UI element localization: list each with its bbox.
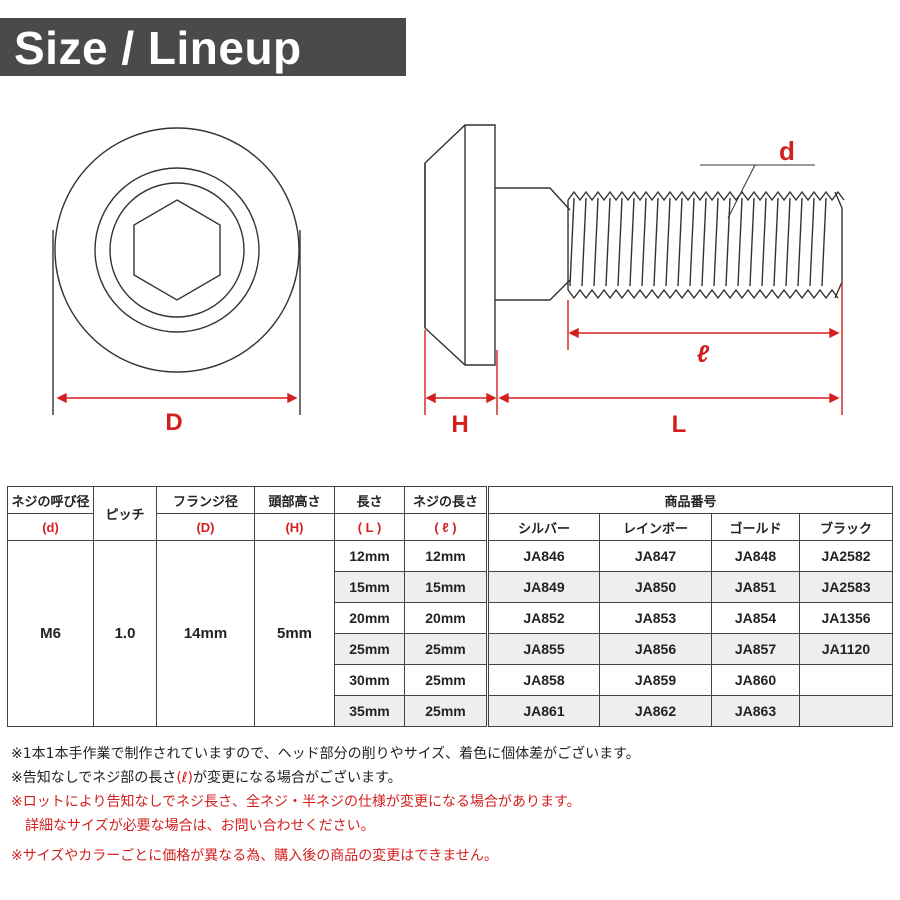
cell-rainbow: JA850: [599, 571, 712, 603]
note-3: ※ロットにより告知なしでネジ長さ、全ネジ・半ネジの仕様が変更になる場合があります…: [11, 794, 581, 810]
cell-silver: JA861: [486, 695, 600, 727]
extension-lines: [424, 282, 843, 415]
dimension-D: [56, 392, 298, 404]
cell-L: 15mm: [334, 571, 405, 603]
cell-l: 15mm: [404, 571, 488, 603]
dimension-l: [568, 327, 840, 339]
header-thread-size-sym: (d): [7, 513, 94, 541]
cell-rainbow: JA859: [599, 664, 712, 696]
cell-l: 12mm: [404, 540, 488, 572]
header-rainbow: レインボー: [599, 513, 712, 541]
label-l: ℓ: [697, 341, 710, 368]
cell-rainbow: JA862: [599, 695, 712, 727]
cell-l: 20mm: [404, 602, 488, 634]
header-length: 長さ: [334, 486, 405, 514]
cell-L: 30mm: [334, 664, 405, 696]
cell-size: M6: [7, 540, 94, 727]
title-bar: Size / Lineup: [0, 18, 406, 76]
cell-black: JA1120: [798, 633, 894, 665]
cell-pitch: 1.0: [93, 540, 157, 727]
label-L: L: [672, 411, 687, 438]
table-row: 30mm 25mm JA858 JA859 JA860: [8, 664, 894, 696]
cell-L: 12mm: [334, 540, 405, 572]
cell-gold: JA863: [711, 695, 800, 727]
cell-black: [798, 664, 894, 696]
note-5: ※サイズやカラーごとに価格が異なる為、購入後の商品の変更はできません。: [11, 848, 498, 864]
cell-silver: JA852: [486, 602, 600, 634]
note-4: 詳細なサイズが必要な場合は、お問い合わせください。: [11, 818, 375, 834]
cell-black: JA2583: [798, 571, 894, 603]
cell-black: JA2582: [798, 540, 894, 572]
cell-L: 25mm: [334, 633, 405, 665]
header-black: ブラック: [798, 513, 894, 541]
label-H: H: [451, 411, 468, 438]
notes: ※1本1本手作業で制作されていますので、ヘッド部分の削りやサイズ、着色に個体差が…: [11, 742, 640, 868]
header-flange: フランジ径: [156, 486, 255, 514]
cell-gold: JA854: [711, 602, 800, 634]
header-thread-size: ネジの呼び径: [7, 486, 94, 514]
bolt-diagram: D d ℓ H L: [52, 124, 845, 438]
cell-silver: JA849: [486, 571, 600, 603]
table-row: 35mm 25mm JA861 JA862 JA863: [8, 695, 894, 727]
cell-l: 25mm: [404, 633, 488, 665]
cell-gold: JA860: [711, 664, 800, 696]
page-title: Size / Lineup: [14, 22, 302, 74]
cell-silver: JA846: [486, 540, 600, 572]
cell-black: [798, 695, 894, 727]
cell-l: 25mm: [404, 695, 488, 727]
cell-gold: JA851: [711, 571, 800, 603]
cell-L: 35mm: [334, 695, 405, 727]
header-gold: ゴールド: [711, 513, 800, 541]
note-2: ※告知なしでネジ部の長さ(ℓ)が変更になる場合がございます。: [11, 770, 402, 786]
header-silver: シルバー: [486, 513, 600, 541]
header-product-no: 商品番号: [485, 486, 894, 514]
header-length-sym: ( L ): [334, 513, 405, 541]
table-row: 25mm 25mm JA855 JA856 JA857 JA1120: [8, 633, 894, 665]
header-head-sym: (H): [254, 513, 335, 541]
dimension-H: [425, 392, 497, 404]
cell-rainbow: JA847: [599, 540, 712, 572]
header-thread-length-sym: ( ℓ ): [404, 513, 488, 541]
cell-rainbow: JA853: [599, 602, 712, 634]
cell-l: 25mm: [404, 664, 488, 696]
cell-silver: JA858: [486, 664, 600, 696]
label-d: d: [779, 136, 795, 166]
table-row: 20mm 20mm JA852 JA853 JA854 JA1356: [8, 602, 894, 634]
label-D: D: [165, 409, 182, 436]
table-row: 15mm 15mm JA849 JA850 JA851 JA2583: [8, 571, 894, 603]
bolt-head-front-view: [52, 127, 301, 415]
cell-L: 20mm: [334, 602, 405, 634]
spec-table: ネジの呼び径 ピッチ フランジ径 頭部高さ 長さ ネジの長さ 商品番号 (d) …: [7, 486, 894, 727]
cell-silver: JA855: [486, 633, 600, 665]
cell-flange: 14mm: [156, 540, 255, 727]
dimension-L: [498, 392, 840, 404]
note-1: ※1本1本手作業で制作されていますので、ヘッド部分の削りやサイズ、着色に個体差が…: [11, 746, 640, 762]
cell-black: JA1356: [798, 602, 894, 634]
cell-head: 5mm: [254, 540, 335, 727]
cell-rainbow: JA856: [599, 633, 712, 665]
header-thread-length: ネジの長さ: [404, 486, 488, 514]
header-flange-sym: (D): [156, 513, 255, 541]
cell-gold: JA848: [711, 540, 800, 572]
table-row: M6 1.0 14mm 5mm 12mm 12mm JA846 JA847 JA…: [7, 540, 894, 727]
header-head: 頭部高さ: [254, 486, 335, 514]
cell-gold: JA857: [711, 633, 800, 665]
header-pitch: ピッチ: [93, 486, 157, 541]
bolt-side-view: [424, 124, 845, 366]
